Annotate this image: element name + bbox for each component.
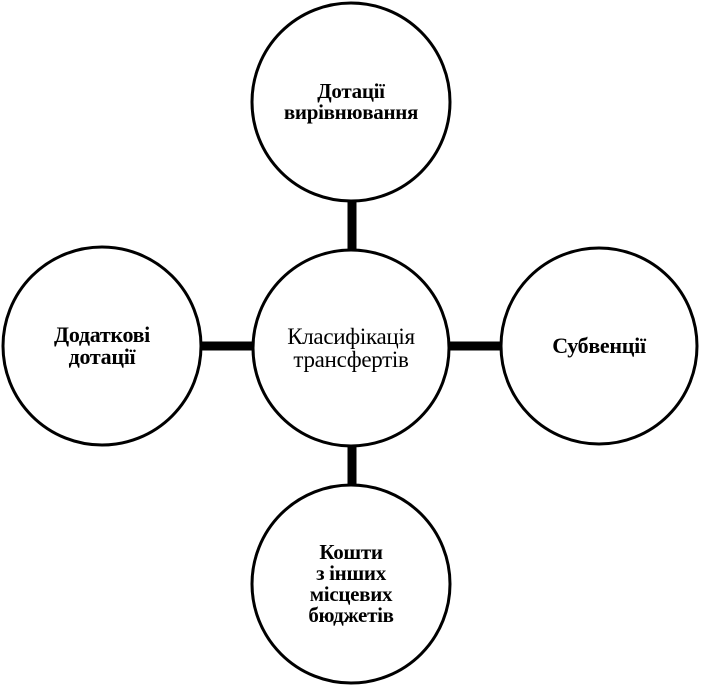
node-bottom-label: Кошти з інших місцевих бюджетів: [308, 540, 394, 627]
node-top-circle: [250, 1, 452, 203]
node-right-circle: [499, 246, 699, 446]
node-left-circle: [1, 245, 203, 447]
node-top-label: Дотації вирівнювання: [283, 79, 419, 124]
node-center-circle: [251, 248, 451, 448]
node-right-label: Субвенції: [552, 333, 646, 358]
node-left-label: Додаткові дотації: [54, 322, 150, 369]
node-bottom-circle: [250, 483, 452, 685]
node-center-label: Класифікація трансфертів: [287, 324, 415, 372]
